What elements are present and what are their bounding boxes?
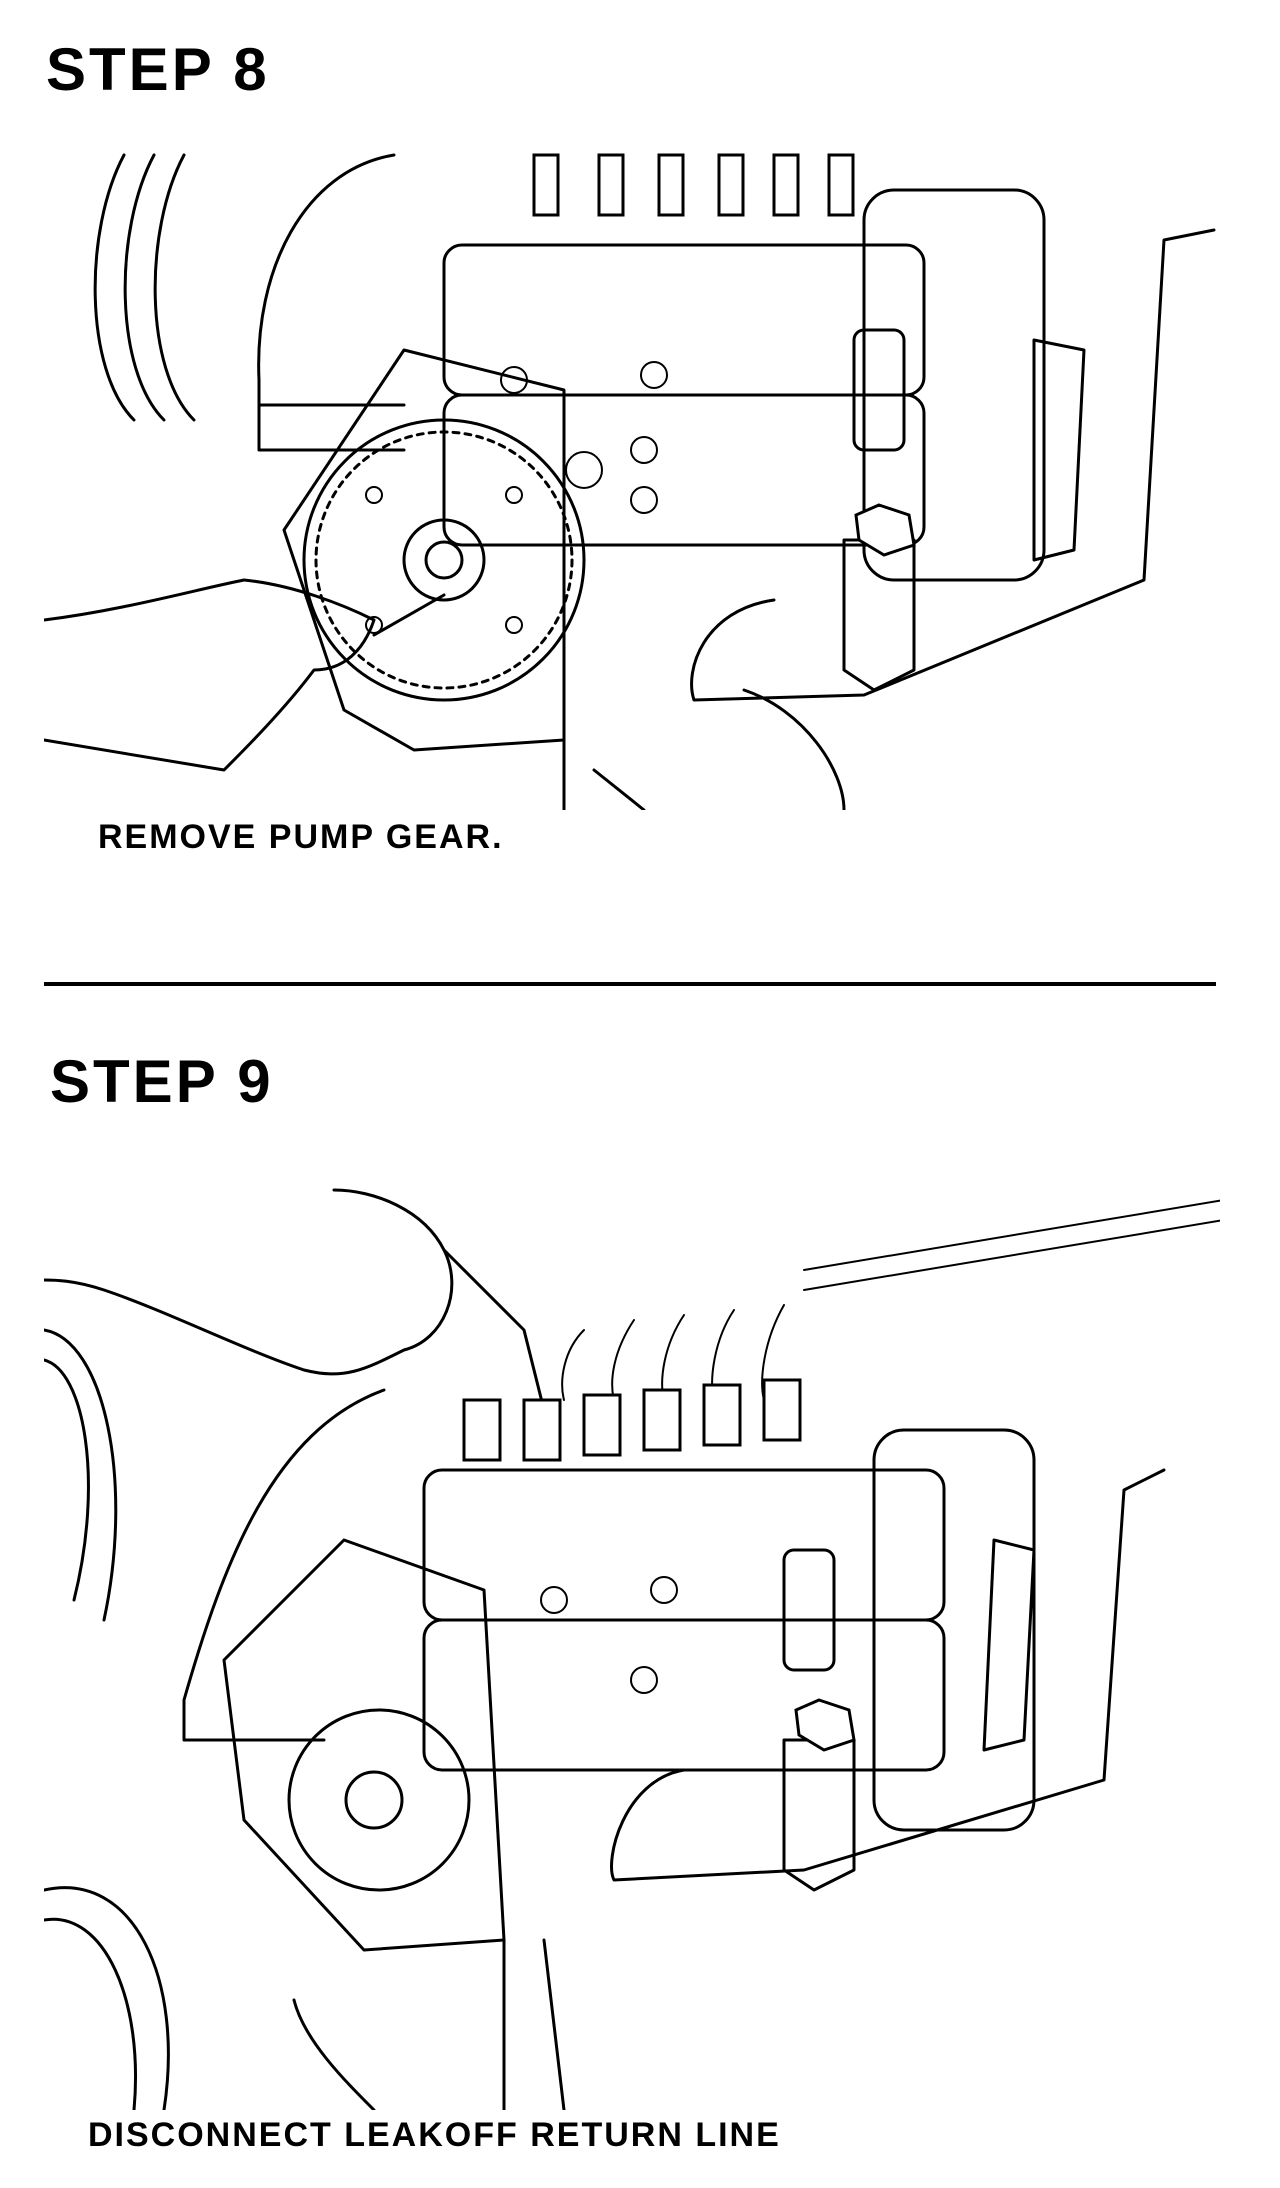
injection-pump-body xyxy=(422,1428,1036,1832)
fuel-line xyxy=(610,1468,1166,1882)
step-9-caption: DISCONNECT LEAKOFF RETURN LINE xyxy=(88,2116,781,2154)
step-9-heading: STEP 9 xyxy=(50,1048,274,1115)
delivery-valve-fittings xyxy=(462,1378,802,1462)
fuel-filter xyxy=(842,328,916,692)
hand xyxy=(44,1188,454,1376)
injection-pump-body xyxy=(442,188,1046,582)
fuel-filter xyxy=(782,1548,856,1892)
intake-elbow xyxy=(182,1388,386,1742)
governor-lever xyxy=(1032,338,1086,562)
delivery-valve-fittings xyxy=(532,153,855,217)
intake-elbow xyxy=(257,153,406,452)
gear-housing-plate xyxy=(222,1538,506,1952)
governor-lever xyxy=(982,1538,1036,1752)
pump-gear xyxy=(302,418,586,702)
pump-hub xyxy=(287,1708,471,1892)
section-divider xyxy=(44,982,1216,986)
crankshaft-pulley xyxy=(93,153,196,422)
step-8-heading: STEP 8 xyxy=(46,36,270,103)
step-8-illustration xyxy=(44,153,1216,810)
fuel-return-line xyxy=(690,228,1216,702)
puller-bolt xyxy=(372,593,446,637)
hand xyxy=(44,578,376,772)
step-8-caption: REMOVE PUMP GEAR. xyxy=(98,818,504,856)
gear-housing-plate xyxy=(282,348,566,752)
injector-lines xyxy=(561,1199,1220,1401)
leakoff-return-line xyxy=(442,1248,546,1412)
crankshaft-pulley xyxy=(44,1328,170,2110)
step-9-illustration xyxy=(44,1188,1220,2110)
